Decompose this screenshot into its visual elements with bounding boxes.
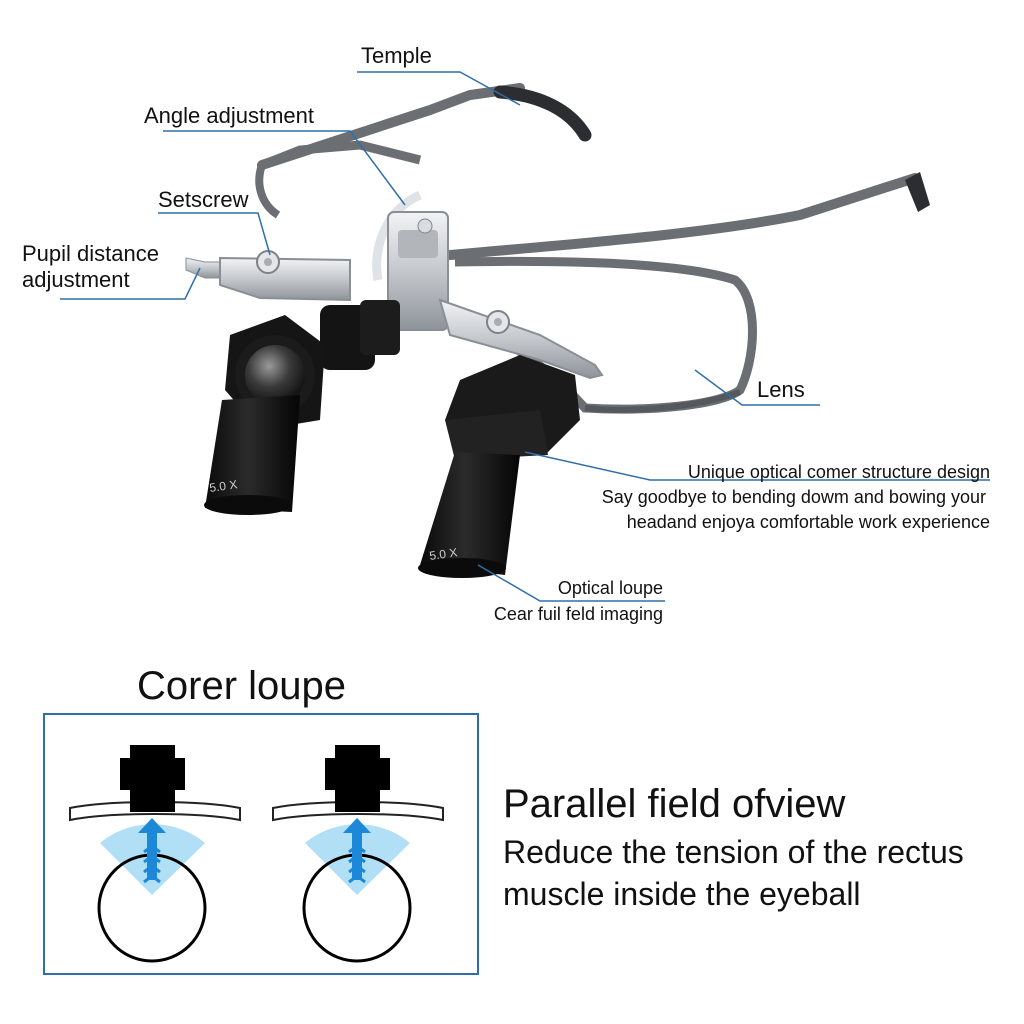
corner-structure-line2: Say goodbye to bending dowm and bowing y… [601,487,986,507]
corner-structure-line1: Unique optical comer structure design [687,462,990,482]
left-optical-loupe: 5.0 X [204,315,325,515]
label-pupil-distance-line1: Pupil distance [22,241,159,266]
callout-lines [60,71,990,602]
optical-loupe-line2: Cear fuil feld imaging [493,604,663,624]
right-magnification-label: 5.0 X [428,545,458,563]
left-magnification-label: 5.0 X [208,477,238,495]
label-temple: Temple [361,43,432,68]
label-angle-adjustment: Angle adjustment [144,103,314,128]
label-lens: Lens [757,377,805,402]
corner-loupe-diagram-box [43,713,479,975]
corner-loupe-title: Corer loupe [137,664,347,708]
parallel-field-line2: muscle inside the eyeball [503,876,861,912]
corner-loupe-diagram-right [272,745,444,963]
parallel-field-title: Parallel field ofview [503,782,846,826]
corner-structure-line3: headand enjoya comfortable work experien… [626,512,990,532]
label-pupil-distance-line2: adjustment [22,267,130,292]
optical-loupe-line1: Optical loupe [557,578,663,598]
parallel-field-line1: Reduce the tension of the rectus [503,834,964,870]
label-setscrew: Setscrew [158,187,249,212]
loupe-mount [185,190,604,380]
right-optical-loupe: 5.0 X [418,355,580,578]
corner-loupe-diagram-left [69,745,241,963]
